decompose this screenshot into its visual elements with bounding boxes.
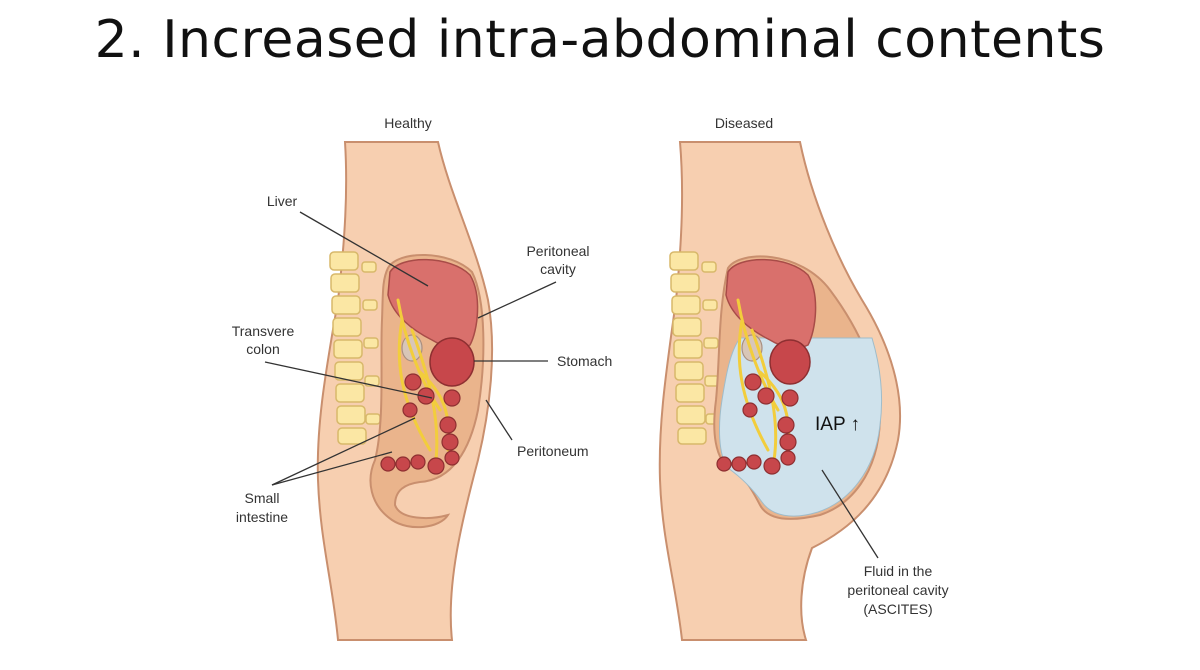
label-transverse-colon-1: Transvere bbox=[232, 323, 295, 339]
label-peritoneal-cavity-1: Peritoneal bbox=[526, 243, 589, 259]
label-fluid-1: Fluid in the bbox=[864, 563, 933, 579]
label-small-intestine-2: intestine bbox=[236, 509, 288, 525]
label-fluid-2: peritoneal cavity bbox=[847, 582, 948, 598]
label-small-intestine-1: Small bbox=[244, 490, 279, 506]
iap-label: IAP ↑ bbox=[815, 414, 860, 435]
healthy-stomach bbox=[430, 338, 474, 386]
diseased-stomach bbox=[770, 340, 810, 384]
label-peritoneal-cavity-2: cavity bbox=[540, 261, 576, 277]
label-liver: Liver bbox=[267, 193, 298, 209]
healthy-heading: Healthy bbox=[384, 115, 431, 131]
label-peritoneum: Peritoneum bbox=[517, 443, 589, 459]
diseased-panel: Diseased bbox=[660, 115, 949, 640]
label-fluid-3: (ASCITES) bbox=[863, 601, 932, 617]
label-stomach: Stomach bbox=[557, 353, 612, 369]
label-transverse-colon-2: colon bbox=[246, 341, 279, 357]
diseased-heading: Diseased bbox=[715, 115, 773, 131]
healthy-panel: Healthy bbox=[232, 115, 613, 640]
